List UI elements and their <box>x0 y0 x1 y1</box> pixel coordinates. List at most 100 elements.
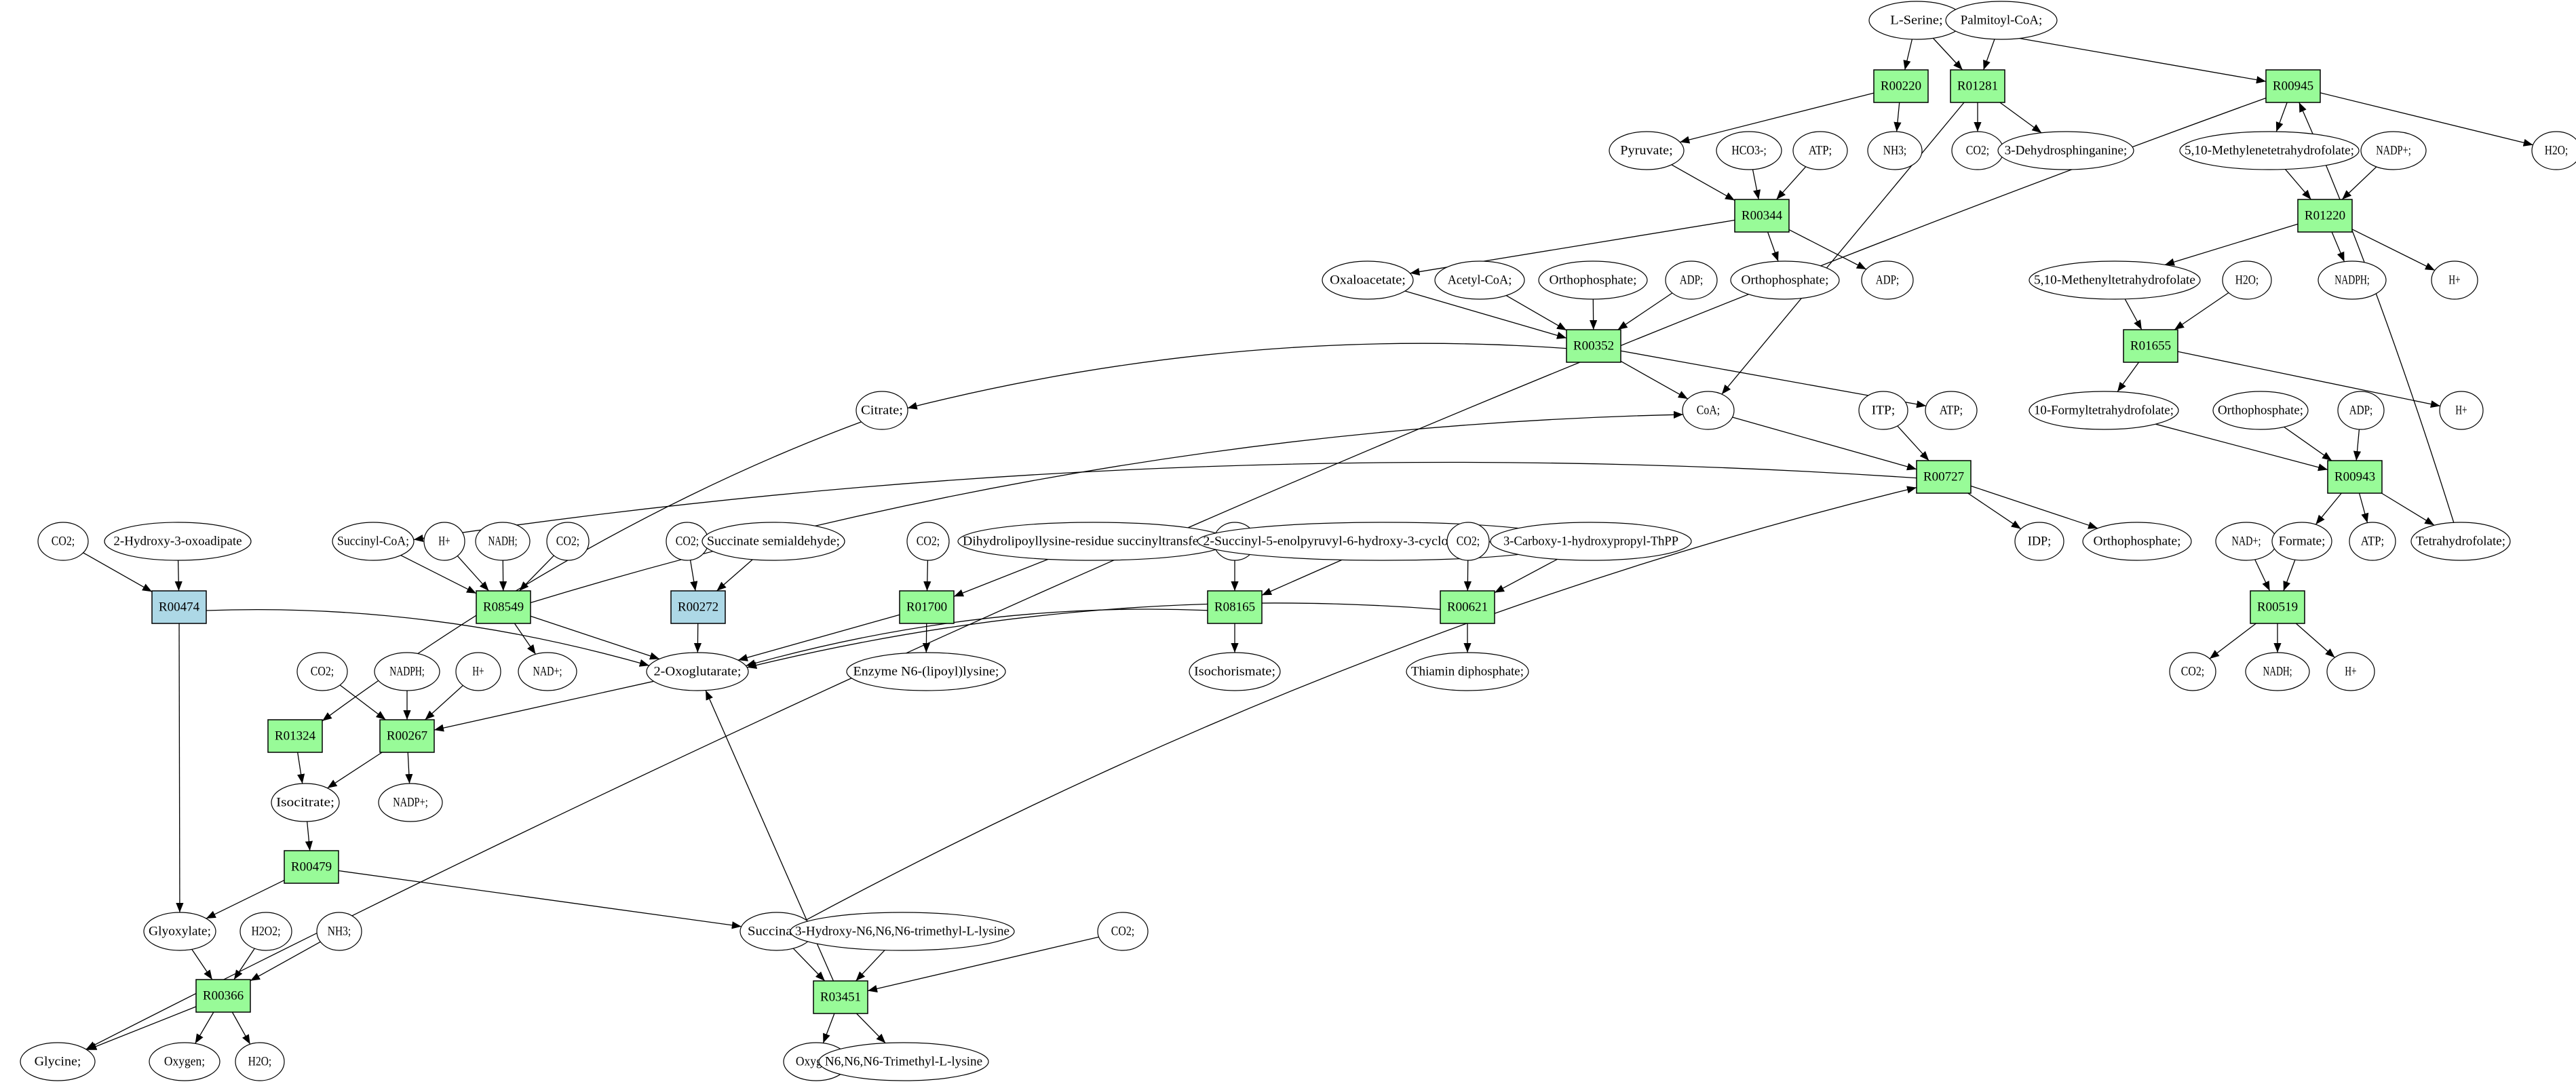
reaction-node-r00352[interactable]: R00352 <box>1566 329 1621 363</box>
reaction-node-r00267[interactable]: R00267 <box>379 719 435 753</box>
compound-node-succinyl-coa[interactable]: Succinyl-CoA; <box>332 522 415 561</box>
edge-oxoglutarate-to-R00267 <box>434 680 654 732</box>
compound-node-dihydrolipoyllysine-residue-succinyltransferase[interactable]: Dihydrolipoyllysine-residue succinyltran… <box>957 522 1230 561</box>
compound-node-co2[interactable]: CO2; <box>546 522 590 561</box>
compound-node-palmitoyl-coa[interactable]: Palmitoyl-CoA; <box>1945 1 2058 40</box>
compound-node-isocitrate[interactable]: Isocitrate; <box>271 783 340 822</box>
compound-node-succinate-semialdehyde[interactable]: Succinate semialdehyde; <box>701 522 845 561</box>
reaction-node-r01655[interactable]: R01655 <box>2123 329 2178 363</box>
compound-node-5-10-methenyltetrahydrofolate[interactable]: 5,10-Methenyltetrahydrofolate <box>2029 260 2201 300</box>
reaction-node-r01281[interactable]: R01281 <box>1950 69 2005 103</box>
compound-node-nadph[interactable]: NADPH; <box>374 652 440 691</box>
compound-node-hco3[interactable]: HCO3-; <box>1716 131 1782 170</box>
compound-node-formate[interactable]: Formate; <box>2271 522 2332 561</box>
compound-node-adp[interactable]: ADP; <box>1861 260 1914 300</box>
node-label: Formate; <box>2279 535 2326 549</box>
compound-node-oxaloacetate[interactable]: Oxaloacetate; <box>1322 260 1414 300</box>
reaction-box <box>670 590 726 624</box>
reaction-node-r01220[interactable]: R01220 <box>2297 199 2353 233</box>
compound-node-nadph[interactable]: NADPH; <box>2318 260 2387 300</box>
reaction-node-r00943[interactable]: R00943 <box>2327 460 2383 494</box>
compound-node-h2o[interactable]: H2O; <box>2222 260 2272 300</box>
compound-node-idp[interactable]: IDP; <box>2014 522 2064 561</box>
compound-node-h[interactable]: H+ <box>2431 260 2478 300</box>
reaction-node-r00621[interactable]: R00621 <box>1440 590 1495 624</box>
compound-node-h[interactable]: H+ <box>423 522 465 561</box>
compound-node-h[interactable]: H+ <box>2326 652 2375 691</box>
edge-R00945-to-methylenethf <box>2275 102 2288 132</box>
compound-node-atp[interactable]: ATP; <box>2349 522 2396 561</box>
edge-dihydrolipoyl-to-R01700 <box>953 558 1049 597</box>
compound-node-enzyme-n6-lipoyl-lysine[interactable]: Enzyme N6-(lipoyl)lysine; <box>846 652 1006 691</box>
compound-node-nadp[interactable]: NADP+; <box>2360 131 2427 170</box>
compound-node-atp[interactable]: ATP; <box>1792 131 1848 170</box>
reaction-node-r00344[interactable]: R00344 <box>1734 199 1790 233</box>
compound-node-pyruvate[interactable]: Pyruvate; <box>1609 131 1685 170</box>
compound-ellipse <box>2179 131 2360 170</box>
reaction-node-r03451[interactable]: R03451 <box>813 980 868 1014</box>
compound-node-10-formyltetrahydrofolate[interactable]: 10-Formyltetrahydrofolate; <box>2029 391 2179 430</box>
compound-node-glycine[interactable]: Glycine; <box>20 1042 96 1081</box>
compound-node-nadh[interactable]: NADH; <box>475 522 531 561</box>
compound-node-oxygen[interactable]: Oxygen; <box>149 1042 220 1081</box>
compound-node-3-dehydrosphinganine[interactable]: 3-Dehydrosphinganine; <box>1997 131 2134 170</box>
compound-node-tetrahydrofolate[interactable]: Tetrahydrofolate; <box>2410 522 2511 561</box>
compound-node-coa[interactable]: CoA; <box>1682 391 1735 430</box>
compound-node-orthophosphate[interactable]: Orthophosphate; <box>1538 260 1648 300</box>
compound-node-orthophosphate[interactable]: Orthophosphate; <box>2212 391 2309 430</box>
compound-node-nad[interactable]: NAD+; <box>2215 522 2277 561</box>
compound-node-nh3[interactable]: NH3; <box>316 912 362 951</box>
edge-hydroxytml-to-R03451 <box>856 950 885 982</box>
reaction-node-r00474[interactable]: R00474 <box>151 590 207 624</box>
reaction-node-r00479[interactable]: R00479 <box>284 850 339 884</box>
compound-node-h2o[interactable]: H2O; <box>2531 131 2576 170</box>
compound-node-nh3[interactable]: NH3; <box>1867 131 1923 170</box>
compound-node-h[interactable]: H+ <box>455 652 501 691</box>
compound-node-5-10-methylenetetrahydrofolate[interactable]: 5,10-Methylenetetrahydrofolate; <box>2179 131 2360 170</box>
compound-node-co2[interactable]: CO2; <box>906 522 950 561</box>
edge-R00727-to-ortho4 <box>1970 485 2098 529</box>
reaction-box <box>899 590 955 624</box>
reaction-node-r00220[interactable]: R00220 <box>1873 69 1929 103</box>
compound-node-thiamin-diphosphate[interactable]: Thiamin diphosphate; <box>1406 652 1529 691</box>
compound-node-acetyl-coa[interactable]: Acetyl-CoA; <box>1434 260 1525 300</box>
compound-node-nadp[interactable]: NADP+; <box>378 783 443 822</box>
reaction-node-r08549[interactable]: R08549 <box>476 590 531 624</box>
compound-node-itp[interactable]: ITP; <box>1858 391 1908 430</box>
reaction-node-r00272[interactable]: R00272 <box>670 590 726 624</box>
reaction-node-r00945[interactable]: R00945 <box>2265 69 2321 103</box>
compound-node-h[interactable]: H+ <box>2439 391 2484 430</box>
reaction-node-r01324[interactable]: R01324 <box>267 719 323 753</box>
compound-node-orthophosphate[interactable]: Orthophosphate; <box>2082 522 2192 561</box>
compound-node-co2[interactable]: CO2; <box>1951 131 2004 170</box>
compound-node-nad[interactable]: NAD+; <box>518 652 577 691</box>
compound-node-co2[interactable]: CO2; <box>37 522 89 561</box>
compound-node-orthophosphate[interactable]: Orthophosphate; <box>1730 260 1840 300</box>
compound-node-co2[interactable]: CO2; <box>1446 522 1490 561</box>
node-label: Palmitoyl-CoA; <box>1961 14 2042 28</box>
compound-node-nadh[interactable]: NADH; <box>2245 652 2310 691</box>
reaction-node-r01700[interactable]: R01700 <box>899 590 955 624</box>
compound-node-adp[interactable]: ADP; <box>1665 260 1718 300</box>
compound-node-3-carboxy-1-hydroxypropyl-thpp[interactable]: 3-Carboxy-1-hydroxypropyl-ThPP <box>1490 522 1692 561</box>
edge-coa-to-R00727 <box>1732 417 1917 471</box>
reaction-node-r00366[interactable]: R00366 <box>195 979 251 1013</box>
compound-node-atp[interactable]: ATP; <box>1925 391 1978 430</box>
reaction-node-r00519[interactable]: R00519 <box>2250 590 2305 624</box>
compound-node-2-oxoglutarate[interactable]: 2-Oxoglutarate; <box>646 652 749 691</box>
compound-node-citrate[interactable]: Citrate; <box>856 391 908 430</box>
compound-node-co2[interactable]: CO2; <box>2169 652 2216 691</box>
compound-node-glyoxylate[interactable]: Glyoxylate; <box>143 912 216 951</box>
reaction-node-r08165[interactable]: R08165 <box>1207 590 1263 624</box>
compound-node-3-hydroxy-n6-n6-n6-trimethyl-l-lysine[interactable]: 3-Hydroxy-N6,N6,N6-trimethyl-L-lysine <box>790 912 1015 951</box>
compound-node-co2[interactable]: CO2; <box>296 652 348 691</box>
compound-node-2-hydroxy-3-oxoadipate[interactable]: 2-Hydroxy-3-oxoadipate <box>104 522 252 561</box>
reaction-node-r00727[interactable]: R00727 <box>1916 460 1972 494</box>
compound-node-n6-n6-n6-trimethyl-l-lysine[interactable]: N6,N6,N6-Trimethyl-L-lysine <box>818 1042 989 1081</box>
compound-node-h2o[interactable]: H2O; <box>235 1042 285 1081</box>
compound-node-isochorismate[interactable]: Isochorismate; <box>1189 652 1281 691</box>
compound-node-co2[interactable]: CO2; <box>1097 912 1149 951</box>
compound-node-co2[interactable]: CO2; <box>666 522 709 561</box>
compound-node-h2o2[interactable]: H2O2; <box>239 912 292 951</box>
compound-node-adp[interactable]: ADP; <box>2337 391 2385 430</box>
